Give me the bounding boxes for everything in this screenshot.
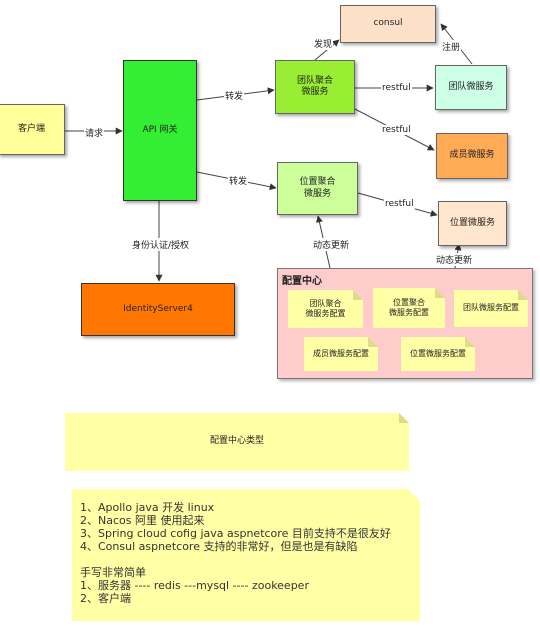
team-service-node: 团队微服务 — [435, 65, 507, 110]
consul-node: consul — [340, 5, 436, 43]
notes-line: 1、服务器 ---- redis ---mysql ---- zookeeper — [80, 579, 309, 592]
edge-label-forward-loc: 转发 — [228, 174, 249, 187]
member-service-node: 成员微服务 — [436, 133, 508, 179]
config-center-type-note: 配置中心类型 — [65, 413, 409, 471]
edge-label-restful-loc: restful — [384, 199, 415, 209]
edge-label-discover: 发现 — [313, 37, 334, 50]
edge-label-dynamic-update-1: 动态更新 — [312, 238, 351, 251]
config-note-location-service: 位置微服务配置 — [401, 337, 475, 371]
config-note-location-aggregate: 位置聚合 微服务配置 — [373, 288, 445, 328]
edge-label-forward-team: 转发 — [224, 89, 245, 102]
config-note-team-service: 团队微服务配置 — [454, 290, 528, 327]
notes-line: 2、Nacos 阿里 使用起来 — [80, 514, 205, 527]
notes-line: 3、Spring cloud cofig java aspnetcore 目前支… — [80, 527, 391, 540]
config-note-team-aggregate: 团队聚合 微服务配置 — [288, 290, 363, 328]
client-node: 客户端 — [0, 104, 65, 155]
edge-label-request: 请求 — [84, 126, 105, 139]
location-service-node: 位置微服务 — [438, 201, 507, 246]
notes-line: 2、客户端 — [80, 592, 131, 605]
edge-label-restful-member: restful — [381, 125, 412, 135]
edge-label-restful-team: restful — [381, 83, 412, 93]
location-aggregate-service-node: 位置聚合 微服务 — [277, 162, 358, 215]
notes-line: 4、Consul aspnetcore 支持的非常好，但是也是有缺陷 — [80, 540, 358, 553]
notes-line: 手写非常简单 — [80, 566, 146, 579]
notes-block: 1、Apollo java 开发 linux 2、Nacos 阿里 使用起来 3… — [72, 489, 420, 621]
edge-label-register: 注册 — [441, 40, 462, 53]
edge-label-dynamic-update-2: 动态更新 — [435, 253, 474, 266]
config-center-title: 配置中心 — [282, 276, 322, 287]
notes-line — [80, 553, 412, 566]
edge-label-auth: 身份认证/授权 — [131, 238, 191, 251]
edge-discover — [314, 39, 340, 61]
api-gateway-node: API 网关 — [123, 60, 197, 201]
team-aggregate-service-node: 团队聚合 微服务 — [275, 60, 355, 114]
notes-line: 1、Apollo java 开发 linux — [80, 501, 215, 514]
identity-server-node: IdentityServer4 — [81, 283, 235, 336]
config-note-member-service: 成员微服务配置 — [304, 337, 378, 371]
